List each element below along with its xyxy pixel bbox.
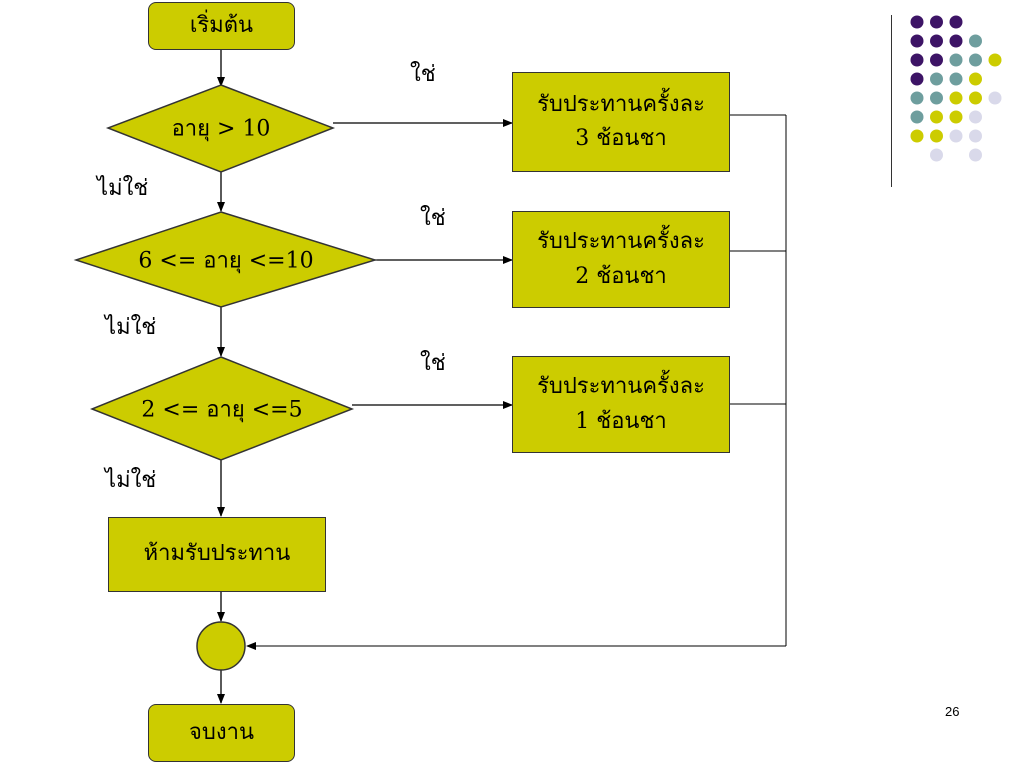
- forbid-box: ห้ามรับประทาน: [108, 517, 326, 592]
- end-terminal: จบงาน: [148, 704, 295, 762]
- decorative-dot: [930, 15, 943, 29]
- junction-circle: [196, 621, 246, 671]
- decorative-dot: [969, 34, 982, 48]
- action-3-line2: 1 ช้อนชา: [575, 408, 667, 434]
- decorative-dot: [910, 110, 924, 124]
- decorative-dot: [949, 72, 963, 86]
- decorative-dot: [969, 148, 982, 162]
- decision-diamond-3: [89, 356, 355, 461]
- action-2-line2: 2 ช้อนชา: [575, 263, 667, 289]
- yes-label-2: ใช่: [420, 206, 446, 231]
- decorative-divider: [891, 15, 892, 187]
- decorative-dot: [910, 72, 924, 86]
- decorative-dot: [969, 91, 982, 105]
- decorative-dot: [949, 110, 963, 124]
- yes-label-3: ใช่: [420, 351, 446, 376]
- decorative-dot: [969, 53, 982, 67]
- action-box-1: รับประทานครั้งละ 3 ช้อนชา: [512, 72, 730, 172]
- decorative-dot: [949, 91, 963, 105]
- page-number: 26: [945, 704, 960, 719]
- action-2-line1: รับประทานครั้งละ: [537, 229, 705, 255]
- decorative-dot: [969, 129, 982, 143]
- decorative-dot: [930, 53, 943, 67]
- decorative-dot: [969, 110, 982, 124]
- decorative-dot: [949, 34, 963, 48]
- decision-diamond-2: [73, 211, 378, 308]
- condition-2-label: 6 <= อายุ <=10: [138, 248, 314, 274]
- no-label-1: ไม่ใช่: [97, 176, 149, 201]
- action-box-2: รับประทานครั้งละ 2 ช้อนชา: [512, 211, 730, 308]
- decorative-dot: [910, 91, 924, 105]
- decorative-dot: [930, 72, 943, 86]
- decorative-dot: [910, 53, 924, 67]
- decorative-dot: [949, 53, 963, 67]
- action-1-line2: 3 ช้อนชา: [575, 126, 667, 151]
- decorative-dot: [910, 129, 924, 143]
- action-1-line1: รับประทานครั้งละ: [537, 91, 705, 117]
- decorative-dot: [930, 148, 943, 162]
- decorative-dot: [910, 15, 924, 29]
- decision-diamond-1: [105, 84, 336, 173]
- action-box-3: รับประทานครั้งละ 1 ช้อนชา: [512, 356, 730, 453]
- condition-3-label: 2 <= อายุ <=5: [141, 397, 303, 423]
- yes-label-1: ใช่: [410, 62, 436, 87]
- forbid-label: ห้ามรับประทาน: [143, 541, 291, 567]
- decorative-dot: [930, 110, 943, 124]
- decorative-dot: [930, 34, 943, 48]
- decorative-dot: [910, 34, 924, 48]
- decorative-dot: [930, 129, 943, 143]
- decorative-dot-grid: [910, 15, 1002, 162]
- decorative-dot: [930, 91, 943, 105]
- start-label: เริ่มต้น: [189, 12, 254, 38]
- decorative-dot: [969, 72, 982, 86]
- no-label-2: ไม่ใช่: [105, 315, 157, 340]
- decorative-dot: [949, 15, 963, 29]
- start-terminal: เริ่มต้น: [148, 2, 295, 50]
- end-label: จบงาน: [189, 719, 254, 745]
- condition-1-label: อายุ > 10: [171, 116, 271, 142]
- no-label-3: ไม่ใช่: [105, 468, 157, 493]
- decorative-dot: [988, 53, 1002, 67]
- decorative-dot: [988, 91, 1002, 105]
- decorative-dot: [949, 129, 963, 143]
- action-3-line1: รับประทานครั้งละ: [537, 374, 705, 400]
